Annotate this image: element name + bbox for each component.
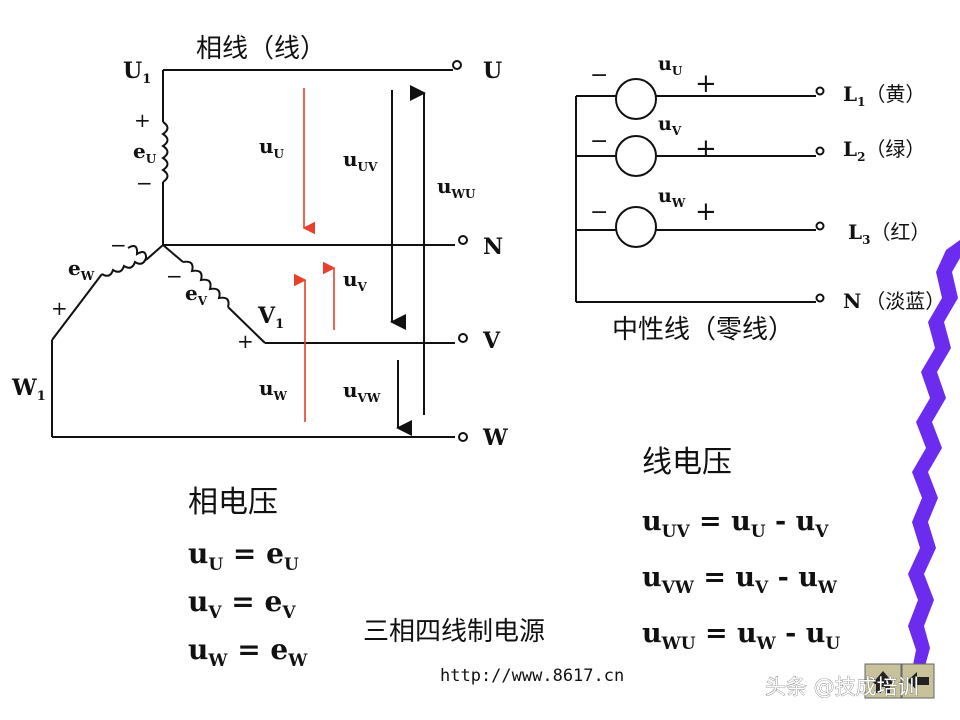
phase-voltage-arrows: [293, 88, 336, 422]
source-uu: [615, 78, 657, 120]
line-voltage-eq-1: uUV = uU - uV: [642, 506, 829, 542]
line-voltage-eq-3: uWU = uW - uU: [642, 618, 840, 654]
home-button[interactable]: [864, 663, 902, 699]
uu-minus: −: [590, 63, 608, 88]
ev-plus: +: [237, 329, 254, 353]
voltage-label-uv: uV: [343, 267, 368, 294]
phase-voltage-block: 相电压 uU = eU uV = eV uW = eW: [188, 485, 308, 671]
ev-coil: [182, 260, 230, 308]
line-label-l2: L2（绿）: [843, 137, 925, 164]
ev-minus: −: [166, 264, 183, 288]
left-diagram-labels: 相线（线） U1 V1 W1 eU eV eW + − − + − + U N …: [11, 34, 508, 451]
eu-minus: −: [136, 171, 153, 195]
phase-line-caption: 相线（线）: [196, 34, 326, 64]
terminal-l1: [815, 86, 825, 96]
terminal-n: [458, 235, 468, 245]
winding-label-u1: U1: [123, 58, 151, 87]
line-label-l1: L1（黄）: [843, 82, 925, 109]
slide-caption: 三相四线制电源: [363, 617, 545, 647]
phase-voltage-eq-2: uV = eV: [188, 585, 296, 623]
uv-plus: +: [695, 134, 717, 164]
voltage-label-uvw: uVW: [343, 378, 381, 405]
line-label-l3: L3（红）: [848, 220, 930, 247]
source-label-uv: uV: [658, 113, 682, 138]
ew-plus: +: [51, 296, 68, 320]
eu-coil: [161, 121, 169, 183]
emf-label-ew: eW: [68, 256, 95, 283]
winding-label-w1: W1: [11, 375, 46, 404]
eu-plus: +: [134, 108, 151, 132]
source-label-uw: uW: [658, 185, 686, 210]
uu-plus: +: [695, 69, 717, 99]
terminal-w: [458, 432, 468, 442]
right-diagram-labels: uU uV uW − + − + − + L1（黄） L2（绿） L3（红） N…: [590, 53, 945, 345]
back-button[interactable]: [901, 663, 935, 699]
uw-minus: −: [590, 200, 608, 225]
source-uw: [615, 206, 657, 248]
source-label-uu: uU: [658, 53, 683, 78]
terminal-label-u: U: [483, 58, 502, 84]
back-arrow-icon: [907, 672, 929, 690]
phase-voltage-eq-1: uU = eU: [188, 537, 299, 575]
line-voltage-eq-2: uVW = uV - uW: [642, 562, 838, 598]
watermark: 头条 @技成培训: [765, 675, 919, 700]
terminal-n-right: [815, 293, 825, 303]
voltage-label-uw: uW: [259, 376, 288, 403]
ew-minus: −: [110, 233, 127, 257]
terminal-label-n: N: [483, 234, 503, 260]
w-winding-lead-2: [51, 273, 103, 341]
home-icon: [872, 671, 894, 693]
ew-coil-2: [101, 257, 147, 277]
purple-wavy-edge: [908, 240, 960, 670]
emf-label-ev: eV: [185, 281, 208, 308]
terminal-label-v: V: [482, 328, 501, 354]
terminal-v: [458, 333, 468, 343]
w-winding-lead-1: [145, 244, 164, 261]
voltage-label-uu: uU: [259, 134, 285, 161]
uw-plus: +: [695, 197, 717, 227]
v-winding-lead-2: [227, 306, 266, 344]
voltage-label-uuv: uUV: [343, 147, 378, 174]
terminal-label-w: W: [482, 425, 508, 451]
source-uv: [615, 135, 657, 177]
v-winding-lead-1: [162, 244, 184, 263]
four-wire-source-diagram: [575, 78, 825, 303]
emf-label-eu: eU: [133, 139, 157, 166]
watermark-text: 头条 @技成培训: [765, 675, 919, 699]
phase-voltage-eq-3: uW = eW: [188, 633, 308, 671]
voltage-label-uwu: uWU: [437, 174, 476, 201]
star-connection-diagram: [51, 60, 468, 442]
terminal-l2: [815, 146, 825, 156]
line-voltage-title: 线电压: [642, 445, 732, 480]
source-url[interactable]: http://www.8617.cn: [440, 666, 624, 686]
line-label-n: N（淡蓝）: [843, 289, 945, 313]
neutral-line-caption: 中性线（零线）: [612, 315, 794, 345]
phase-voltage-title: 相电压: [188, 485, 278, 520]
winding-label-v1: V1: [257, 303, 284, 332]
terminal-u: [452, 60, 462, 70]
ew-coil: [127, 245, 148, 261]
uv-minus: −: [590, 129, 608, 154]
line-voltage-block: 线电压 uUV = uU - uV uVW = uV - uW uWU = uW…: [642, 445, 840, 654]
terminal-l3: [815, 221, 825, 231]
